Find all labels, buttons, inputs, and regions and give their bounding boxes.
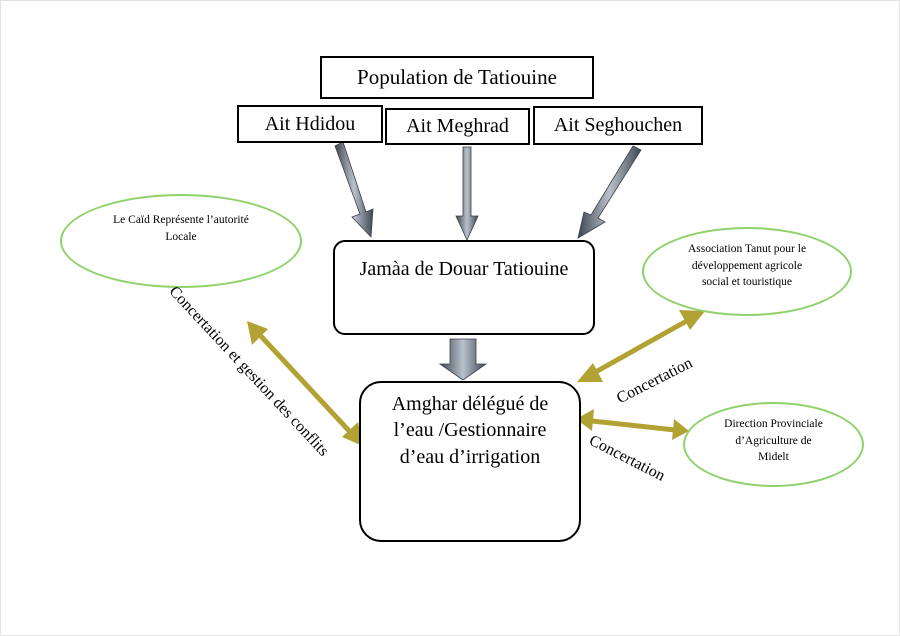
- jamaa-label: Jamàa de Douar Tatiouine: [359, 258, 569, 280]
- direction-line-1: Direction Provinciale: [724, 418, 823, 430]
- direction-ellipse: Direction Provinciale d’Agriculture de M…: [683, 402, 864, 487]
- arrowhead-direction: [672, 419, 689, 440]
- tribe-box-hdidou: Ait Hdidou: [237, 105, 383, 143]
- tribe-label-seghouchen: Ait Seghouchen: [553, 114, 683, 136]
- caid-line-2: Locale: [165, 230, 197, 243]
- arrow-hdidou-jamaa: [334, 141, 374, 238]
- direction-line-2: d’Agriculture de: [735, 434, 812, 447]
- population-box: Population de Tatiouine: [320, 56, 594, 99]
- tribe-label-meghrad: Ait Meghrad: [406, 115, 509, 137]
- population-title: Population de Tatiouine: [357, 65, 557, 89]
- amghar-box: Amghar délégué de l’eau /Gestionnaire d’…: [359, 381, 581, 542]
- association-ellipse: Association Tanut pour le développement …: [642, 227, 852, 316]
- association-line-3: social et touristique: [701, 276, 793, 289]
- caid-line-1: Le Caïd Représente l’autorité: [113, 214, 249, 226]
- arrow-meghrad-jamaa: [455, 146, 479, 241]
- link-caid-amghar-shaft: [255, 330, 355, 437]
- jamaa-box: Jamàa de Douar Tatiouine: [333, 240, 595, 335]
- caid-ellipse: Le Caïd Représente l’autorité Locale: [60, 194, 302, 288]
- amghar-line-1: Amghar délégué de: [391, 393, 549, 415]
- amghar-text: Amghar délégué de l’eau /Gestionnaire d’…: [392, 391, 549, 470]
- arrowhead-amghar-lower-right: [576, 409, 594, 431]
- tribe-label-hdidou: Ait Hdidou: [264, 112, 356, 135]
- arrow-seghouchen-jamaa: [577, 145, 642, 239]
- tribe-box-seghouchen: Ait Seghouchen: [533, 106, 703, 145]
- direction-text: Direction Provinciale d’Agriculture de M…: [724, 416, 823, 485]
- link-direction-amghar-shaft: [589, 418, 678, 433]
- tribe-box-meghrad: Ait Meghrad: [385, 108, 530, 145]
- caid-text: Le Caïd Représente l’autorité Locale: [113, 212, 249, 286]
- amghar-line-2: l’eau /Gestionnaire: [393, 419, 547, 442]
- direction-line-3: Midelt: [758, 451, 789, 464]
- amghar-line-3: d’eau d’irrigation: [399, 445, 541, 468]
- arrowhead-amghar-upper-right: [577, 363, 603, 382]
- arrowhead-caid: [247, 321, 268, 345]
- arrow-jamaa-amghar: [438, 338, 488, 381]
- arrowhead-association: [679, 310, 705, 330]
- association-line-1: Association Tanut pour le: [687, 243, 807, 255]
- association-line-2: développement agricole: [691, 259, 803, 272]
- link-association-amghar-shaft: [589, 315, 695, 377]
- arrowhead-amghar-left: [342, 422, 363, 446]
- association-text: Association Tanut pour le développement …: [688, 241, 806, 314]
